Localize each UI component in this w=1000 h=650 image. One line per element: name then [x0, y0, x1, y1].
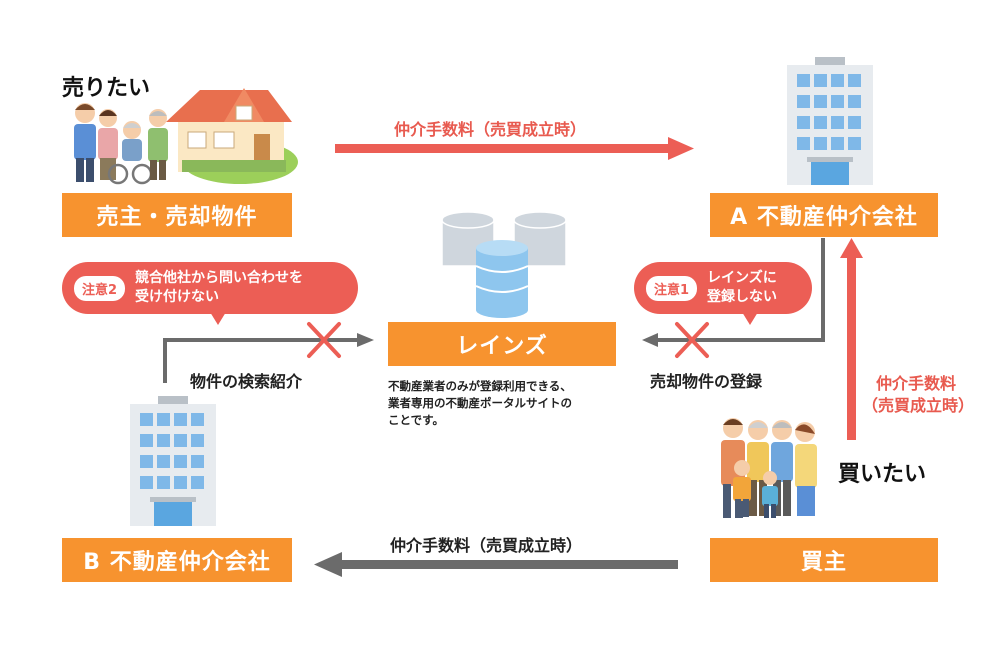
search-intro-label: 物件の検索紹介 — [190, 372, 303, 391]
reins-box: レインズ — [388, 322, 616, 366]
note2-bubble-tail — [210, 312, 226, 325]
company-a-box: A 不動産仲介会社 — [710, 193, 938, 237]
database-icon — [441, 211, 567, 318]
buyer-box: 買主 — [710, 538, 938, 582]
seller-box: 売主・売却物件 — [62, 193, 292, 237]
building-icon-b — [130, 396, 216, 526]
buyer-family-icon — [721, 418, 817, 518]
company-b-box: B 不動産仲介会社 — [62, 538, 292, 582]
note1-line: レインズに — [707, 270, 777, 286]
seller-box-label: 売主・売却物件 — [96, 205, 258, 230]
reins-description-line: 業者専用の不動産ポータルサイトの — [388, 396, 572, 410]
note2-bubble: 注意2 競合他社から問い合わせを 受け付けない — [62, 262, 358, 314]
reins-description: 不動産業者のみが登録利用できる、 業者専用の不動産ポータルサイトの ことです。 — [388, 378, 572, 429]
registration-arrow — [642, 238, 825, 347]
buyer-heading: 買いたい — [838, 462, 927, 487]
note1-line: 登録しない — [707, 289, 778, 305]
note1-bubble-tail — [742, 312, 758, 325]
company-a-label: A 不動産仲介会社 — [730, 205, 918, 230]
seller-people-icon — [74, 103, 168, 185]
building-icon-a — [787, 57, 873, 185]
note1-bubble: 注意1 レインズに 登録しない — [634, 262, 812, 314]
note2-text: 競合他社から問い合わせを 受け付けない — [135, 269, 303, 307]
seller-heading: 売りたい — [62, 76, 151, 101]
bottom-fee-label: 仲介手数料（売買成立時） — [390, 536, 583, 555]
note1-tag: 注意1 — [646, 275, 698, 301]
note2-tag: 注意2 — [74, 275, 126, 301]
bottom-fee-arrow — [314, 552, 678, 577]
reins-description-line: 不動産業者のみが登録利用できる、 — [388, 379, 572, 393]
buyer-box-label: 買主 — [800, 550, 847, 575]
note1-text: レインズに 登録しない — [707, 269, 777, 307]
registration-label: 売却物件の登録 — [650, 372, 763, 391]
house-icon — [166, 88, 298, 184]
right-fee-arrow — [840, 238, 863, 440]
reins-label: レインズ — [456, 334, 548, 359]
note2-line: 競合他社から問い合わせを — [135, 270, 304, 286]
reins-description-line: ことです。 — [388, 413, 445, 427]
note2-line: 受け付けない — [135, 289, 220, 305]
company-b-label: B 不動産仲介会社 — [83, 550, 271, 575]
right-fee-label-line2: （売買成立時） — [862, 396, 975, 415]
search-arrow — [163, 333, 374, 383]
cross-mark-right — [675, 322, 709, 358]
right-fee-label-line1: 仲介手数料 — [876, 374, 957, 393]
top-fee-label: 仲介手数料（売買成立時） — [394, 120, 587, 139]
top-fee-arrow — [335, 137, 694, 160]
cross-mark-left — [307, 322, 341, 358]
